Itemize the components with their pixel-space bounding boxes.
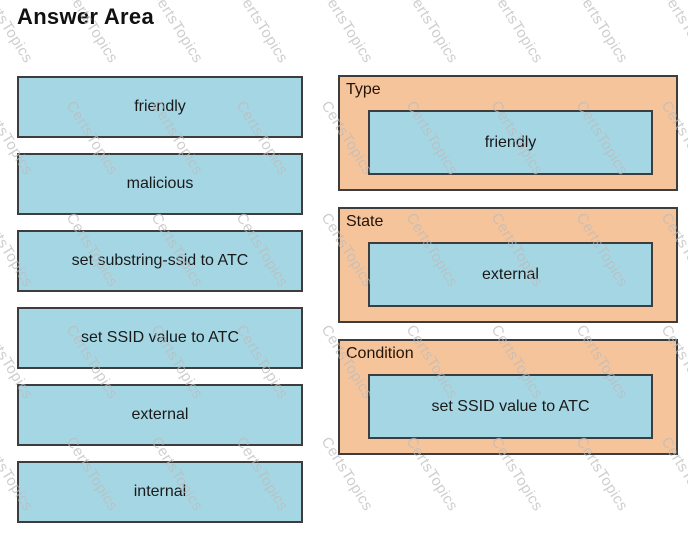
drop-zone-state[interactable]: State external <box>338 207 678 323</box>
watermark-text: CertsTopics <box>402 0 462 67</box>
watermark-text: CertsTopics <box>572 0 632 67</box>
watermark-text: CertsTopics <box>147 0 207 67</box>
watermark-text: CertsTopics <box>657 0 688 67</box>
drop-zone-condition[interactable]: Condition set SSID value to ATC <box>338 339 678 455</box>
page-title: Answer Area <box>17 4 154 29</box>
option-friendly[interactable]: friendly <box>17 76 303 138</box>
watermark-text: CertsTopics <box>232 0 292 67</box>
drop-zone-state-label: State <box>346 213 384 230</box>
drop-zone-type-label: Type <box>346 81 381 98</box>
drop-zone-type[interactable]: Type friendly <box>338 75 678 191</box>
drop-zone-condition-label: Condition <box>346 345 414 362</box>
dropped-option-state[interactable]: external <box>368 242 653 307</box>
option-external[interactable]: external <box>17 384 303 446</box>
option-set-substring-ssid[interactable]: set substring-ssid to ATC <box>17 230 303 292</box>
watermark-text: CertsTopics <box>317 0 377 67</box>
dropped-option-type[interactable]: friendly <box>368 110 653 175</box>
watermark-text: CertsTopics <box>487 0 547 67</box>
option-malicious[interactable]: malicious <box>17 153 303 215</box>
dropped-option-condition[interactable]: set SSID value to ATC <box>368 374 653 439</box>
option-set-ssid-value[interactable]: set SSID value to ATC <box>17 307 303 369</box>
option-internal[interactable]: internal <box>17 461 303 523</box>
